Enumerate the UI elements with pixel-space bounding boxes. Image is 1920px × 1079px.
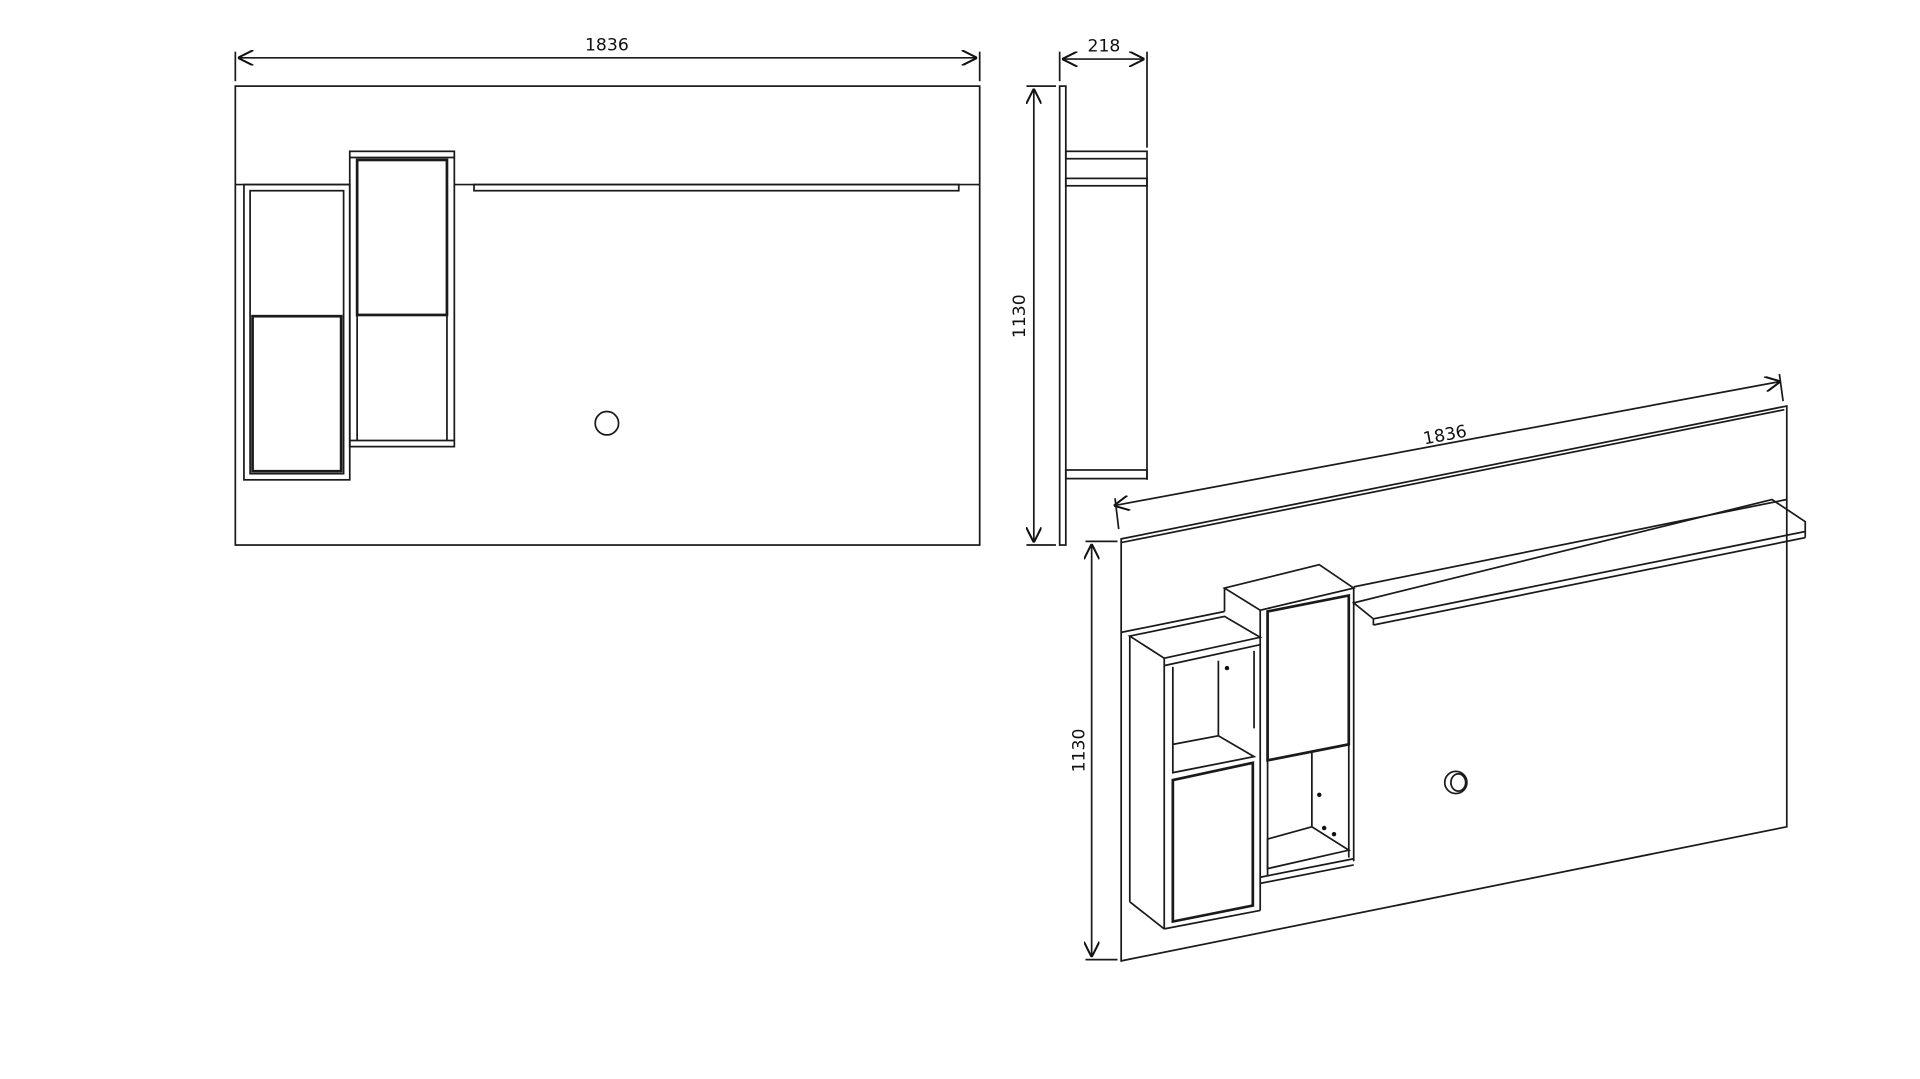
cable-hole (594, 410, 620, 436)
front-height-label: 1130 (1010, 294, 1030, 338)
iso-back-panel (1120, 404, 1788, 962)
iso-wall-shelf (1351, 498, 1807, 620)
iso-height-label: 1130 (1069, 729, 1089, 773)
side-panel (1058, 85, 1067, 546)
isometric-view: 1836 1130 (1069, 373, 1807, 962)
side-view: 218 1130 (1010, 37, 1148, 546)
side-depth-label: 218 (1088, 37, 1121, 57)
left-cabinet-door (251, 314, 343, 473)
front-view: 1836 (234, 35, 981, 546)
iso-cable-hole (1443, 770, 1468, 795)
right-cabinet-door (355, 158, 449, 317)
back-panel (234, 85, 981, 546)
front-width-label: 1836 (585, 35, 629, 55)
iso-right-cabinet-top (1222, 563, 1356, 612)
iso-width-label: 1836 (1422, 422, 1469, 450)
iso-left-cabinet-top (1127, 615, 1263, 660)
iso-right-cabinet-door (1266, 593, 1351, 762)
right-cabinet (348, 150, 456, 448)
iso-left-cabinet-door (1171, 761, 1255, 924)
wall-shelf (473, 183, 960, 192)
left-cabinet (243, 183, 351, 481)
